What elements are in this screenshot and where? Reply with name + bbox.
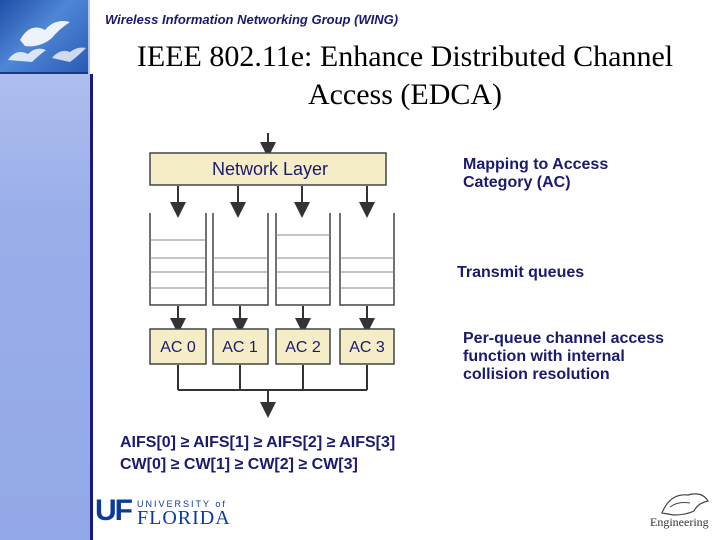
inequalities: AIFS[0] ≥ AIFS[1] ≥ AIFS[2] ≥ AIFS[3] CW…	[120, 432, 395, 476]
group-header: Wireless Information Networking Group (W…	[105, 12, 399, 27]
uf-wordmark: UNIVERSITY of FLORIDA	[137, 497, 231, 529]
uf-logo: UF UNIVERSITY of FLORIDA	[95, 494, 231, 528]
title-line-1: IEEE 802.11e: Enhance Distributed Channe…	[136, 40, 674, 73]
mapping-annotation: Mapping to Access Category (AC)	[463, 156, 608, 192]
sidebar-divider	[90, 74, 93, 540]
perqueue-line-3: collision resolution	[463, 366, 610, 383]
mapping-line-1: Mapping to Access	[463, 156, 609, 173]
ac-box-2	[275, 328, 331, 365]
ac-box-3	[339, 328, 395, 365]
aifs-inequality: AIFS[0] ≥ AIFS[1] ≥ AIFS[2] ≥ AIFS[3]	[120, 434, 396, 451]
engineering-label: Engineering	[650, 515, 709, 529]
doves-icon	[8, 21, 86, 62]
gator-icon	[661, 493, 709, 516]
transmit-queue-1	[212, 213, 269, 306]
ac-box-0	[149, 328, 207, 365]
uf-florida: FLORIDA	[137, 507, 231, 529]
transmit-queue-3	[339, 213, 395, 306]
slide-title: IEEE 802.11e: Enhance Distributed Channe…	[100, 38, 710, 114]
transmit-queue-2	[275, 213, 331, 306]
transmit-queue-0	[149, 213, 207, 306]
ac-label-0: AC 0	[160, 339, 196, 356]
sidebar-background	[0, 0, 90, 540]
perqueue-annotation: Per-queue channel access function with i…	[463, 330, 664, 384]
cw-inequality: CW[0] ≥ CW[1] ≥ CW[2] ≥ CW[3]	[120, 456, 358, 473]
network-layer-box	[149, 152, 387, 186]
ac-label-2: AC 2	[285, 339, 321, 356]
doves-logo	[0, 0, 88, 74]
network-layer-label: Network Layer	[212, 159, 328, 179]
uf-mark: UF	[95, 494, 133, 527]
perqueue-line-1: Per-queue channel access	[463, 330, 664, 347]
title-line-2: Access (EDCA)	[307, 78, 503, 111]
mapping-line-2: Category (AC)	[463, 174, 571, 191]
ac-label-1: AC 1	[222, 339, 258, 356]
uf-university-of: UNIVERSITY of	[137, 499, 227, 509]
ac-box-1	[212, 328, 269, 365]
transmit-queues-annotation: Transmit queues	[457, 264, 585, 281]
ac-label-3: AC 3	[349, 339, 385, 356]
perqueue-line-2: function with internal	[463, 348, 625, 365]
engineering-logo: Engineering	[650, 485, 712, 530]
